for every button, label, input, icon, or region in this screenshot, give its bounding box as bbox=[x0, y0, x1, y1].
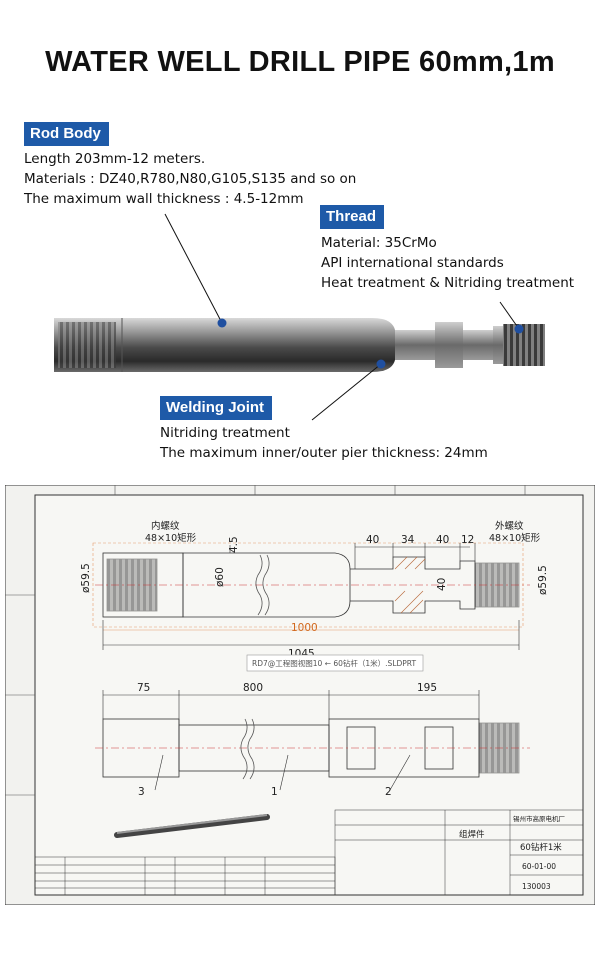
rod-body-line-2: Materials : DZ40,R780,N80,G105,S135 and … bbox=[24, 171, 357, 187]
dim-top-2: 34 bbox=[401, 534, 415, 546]
title-block-number: 130003 bbox=[522, 882, 551, 891]
dim-40: 40 bbox=[436, 578, 448, 591]
callout-3: 3 bbox=[138, 786, 145, 798]
welding-joint-tag: Welding Joint bbox=[160, 396, 273, 420]
dim-top-1: 40 bbox=[366, 534, 379, 546]
dim-lower-3: 195 bbox=[417, 682, 437, 694]
callout-2: 2 bbox=[385, 786, 392, 798]
rod-body-line-1: Length 203mm-12 meters. bbox=[24, 151, 206, 167]
inner-thread-spec: 48×10矩形 bbox=[145, 532, 197, 544]
cad-drawing: 40 34 40 12 40 ø60 4.5 ø59.5 ø59.5 1000 … bbox=[5, 485, 595, 905]
thread-line-3: Heat treatment & Nitriding treatment bbox=[321, 275, 575, 291]
dim-1000: 1000 bbox=[291, 622, 318, 634]
dim-top-4: 12 bbox=[461, 534, 474, 546]
title-block-part-no: 60-01-00 bbox=[522, 862, 556, 871]
welding-line-2: The maximum inner/outer pier thickness: … bbox=[160, 445, 488, 461]
dim-lower-2: 800 bbox=[243, 682, 263, 694]
outer-thread-spec: 48×10矩形 bbox=[489, 532, 541, 544]
dia-right: ø59.5 bbox=[537, 565, 549, 595]
dim-top-3: 40 bbox=[436, 534, 449, 546]
dia-60: ø60 bbox=[214, 567, 226, 587]
file-label: RD7@工程图视图10 ← 60钻杆（1米）.SLDPRT bbox=[252, 658, 416, 668]
rod-body-tag: Rod Body bbox=[24, 122, 109, 146]
dim-4-5: 4.5 bbox=[228, 536, 240, 553]
page-title: WATER WELL DRILL PIPE 60mm,1m bbox=[45, 46, 555, 78]
dim-lower-1: 75 bbox=[137, 682, 150, 694]
title-block-part-name: 60钻杆1米 bbox=[520, 842, 562, 853]
inner-thread-label: 内螺纹 bbox=[151, 520, 180, 532]
dia-left: ø59.5 bbox=[80, 563, 92, 593]
title-block-company: 锡州市高原电机厂 bbox=[513, 814, 566, 823]
callout-1: 1 bbox=[271, 786, 278, 798]
rod-body-line-3: The maximum wall thickness : 4.5-12mm bbox=[24, 191, 304, 207]
iso-pipe bbox=[114, 814, 270, 838]
thread-line-1: Material: 35CrMo bbox=[321, 235, 437, 251]
welding-line-1: Nitriding treatment bbox=[160, 425, 290, 441]
thread-line-2: API international standards bbox=[321, 255, 504, 271]
title-block-name: 组焊件 bbox=[459, 829, 485, 840]
outer-thread-label: 外螺纹 bbox=[495, 520, 524, 532]
drill-pipe-render bbox=[54, 213, 545, 421]
thread-tag: Thread bbox=[320, 205, 385, 229]
